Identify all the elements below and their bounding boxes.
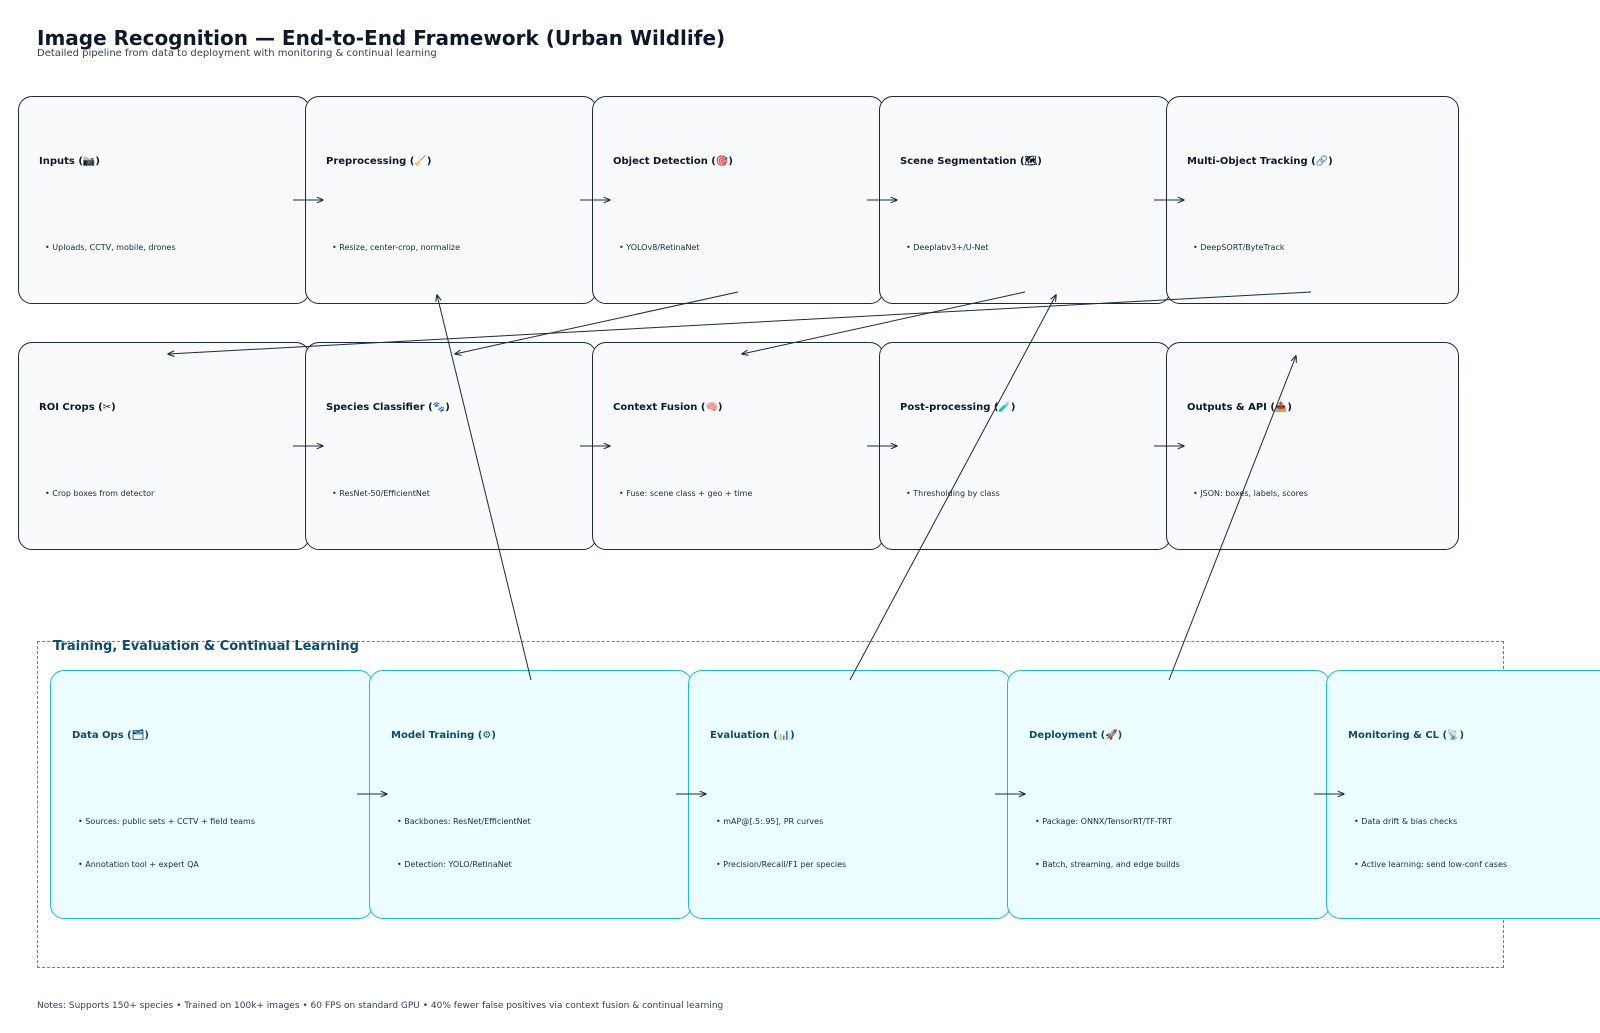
node-bullet: • JSON: boxes, labels, scores [1193,489,1308,498]
node-label: Post-processing (🧪) [900,402,1016,413]
node-object-detection: Object Detection (🎯) • YOLOv8/RetinaNet [592,96,884,304]
node-roi-crops: ROI Crops (✂) • Crop boxes from detector [18,342,310,550]
node-bullet: • Thresholding by class [906,489,1000,498]
node-bullet: • Sources: public sets + CCTV + field te… [78,817,255,826]
node-label: Scene Segmentation (🗺) [900,156,1042,167]
footer-notes: Notes: Supports 150+ species • Trained o… [37,1001,724,1011]
training-panel-title: Training, Evaluation & Continual Learnin… [53,639,359,654]
node-post-processing: Post-processing (🧪) • Thresholding by cl… [879,342,1171,550]
node-bullet: • mAP@[.5:.95], PR curves [716,817,824,826]
node-model-training: Model Training (⚙) • Backbones: ResNet/E… [369,670,692,919]
node-bullet: • Precision/Recall/F1 per species [716,860,847,869]
node-multi-object-tracking: Multi-Object Tracking (🔗) • DeepSORT/Byt… [1166,96,1459,304]
page-subtitle: Detailed pipeline from data to deploymen… [37,48,437,59]
node-label: Outputs & API (📤) [1187,402,1292,413]
node-bullet: • Resize, center-crop, normalize [332,243,461,252]
node-bullet: • Package: ONNX/TensorRT/TF-TRT [1035,817,1172,826]
node-label: Species Classifier (🐾) [326,402,450,413]
node-bullet: • Batch, streaming, and edge builds [1035,860,1180,869]
node-evaluation: Evaluation (📊) • mAP@[.5:.95], PR curves… [688,670,1011,919]
node-bullet: • Active learning: send low-conf cases [1354,860,1508,869]
node-preprocessing: Preprocessing (🧹) • Resize, center-crop,… [305,96,597,304]
node-bullet: • Crop boxes from detector [45,489,155,498]
node-data-ops: Data Ops (🗂) • Sources: public sets + CC… [50,670,373,919]
node-bullet: • ResNet-50/EfficientNet [332,489,430,498]
page-title: Image Recognition — End-to-End Framework… [37,26,726,50]
node-label: Data Ops (🗂) [72,730,149,741]
node-bullet: • Data drift & bias checks [1354,817,1458,826]
node-context-fusion: Context Fusion (🧠) • Fuse: scene class +… [592,342,884,550]
node-label: Monitoring & CL (📡) [1348,730,1465,741]
node-outputs-api: Outputs & API (📤) • JSON: boxes, labels,… [1166,342,1459,550]
node-bullet: • Annotation tool + expert QA [78,860,199,869]
node-bullet: • Detection: YOLO/RetinaNet [397,860,512,869]
node-bullet: • Uploads, CCTV, mobile, drones [45,243,176,252]
node-label: ROI Crops (✂) [39,402,116,413]
node-monitoring-cl: Monitoring & CL (📡) • Data drift & bias … [1326,670,1600,919]
node-bullet: • DeepSORT/ByteTrack [1193,243,1285,252]
node-scene-segmentation: Scene Segmentation (🗺) • Deeplabv3+/U-Ne… [879,96,1171,304]
node-species-classifier: Species Classifier (🐾) • ResNet-50/Effic… [305,342,597,550]
node-bullet: • Backbones: ResNet/EfficientNet [397,817,531,826]
node-label: Deployment (🚀) [1029,730,1123,741]
node-inputs: Inputs (📷) • Uploads, CCTV, mobile, dron… [18,96,310,304]
node-label: Model Training (⚙) [391,730,496,741]
node-label: Preprocessing (🧹) [326,156,432,167]
node-deployment: Deployment (🚀) • Package: ONNX/TensorRT/… [1007,670,1330,919]
node-bullet: • Fuse: scene class + geo + time [619,489,753,498]
node-label: Context Fusion (🧠) [613,402,723,413]
node-label: Evaluation (📊) [710,730,795,741]
node-bullet: • Deeplabv3+/U-Net [906,243,989,252]
node-bullet: • YOLOv8/RetinaNet [619,243,700,252]
node-label: Multi-Object Tracking (🔗) [1187,156,1333,167]
node-label: Inputs (📷) [39,156,100,167]
node-label: Object Detection (🎯) [613,156,733,167]
